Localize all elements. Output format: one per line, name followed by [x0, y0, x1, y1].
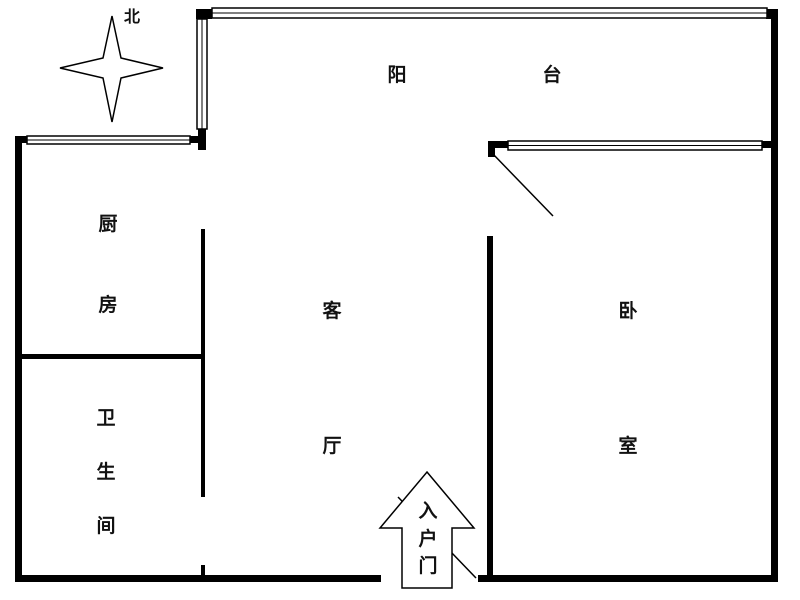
kitchen-label-1: 厨	[98, 213, 117, 235]
wall-bottom-right	[478, 575, 778, 582]
window-bedroom-top	[507, 140, 763, 151]
door-bedroom-swing	[491, 152, 554, 217]
wall-bottom-left	[15, 575, 381, 582]
entrance-arrow-icon	[378, 470, 476, 589]
walls	[15, 9, 778, 582]
wall-bedroom-stub	[488, 141, 495, 157]
entrance-label-3: 门	[418, 554, 437, 577]
compass-star-icon	[59, 15, 164, 123]
wall-bedroom-top-left	[488, 141, 508, 148]
wall-kitchen-top-left	[15, 136, 27, 143]
wall-interior-west	[201, 229, 205, 497]
wall-balcony-corner-tl	[196, 9, 212, 19]
wall-bedroom-west	[487, 236, 493, 582]
living-room-label-2: 厅	[322, 435, 341, 457]
entrance-label-2: 户	[418, 527, 437, 550]
bedroom-label-1: 卧	[618, 300, 637, 322]
balcony-label-2: 台	[542, 63, 561, 86]
wall-right	[771, 9, 778, 582]
windows	[26, 7, 768, 151]
window-balcony-left	[196, 18, 208, 130]
wall-left	[15, 136, 22, 582]
wall-interior-west-stub	[201, 565, 205, 579]
compass: 北	[59, 7, 164, 123]
balcony-label-1: 阳	[387, 64, 406, 86]
wall-pillar	[198, 128, 206, 150]
bathroom-label-1: 卫	[96, 407, 115, 429]
room-labels: 阳 台 厨 房 卫 生 间 客 厅 卧 室 入 户 门	[96, 63, 637, 577]
wall-bedroom-top-right	[762, 141, 778, 148]
bathroom-label-3: 间	[96, 515, 115, 537]
entrance-label-1: 入	[418, 500, 437, 522]
wall-kitchen-top-right	[190, 136, 204, 143]
wall-kitchen-bath-divider	[20, 354, 204, 359]
window-kitchen-top	[26, 135, 191, 145]
bathroom-label-2: 生	[96, 460, 115, 483]
kitchen-label-2: 房	[98, 293, 117, 316]
living-room-label-1: 客	[322, 299, 342, 322]
window-balcony-top	[211, 7, 768, 19]
north-label: 北	[124, 7, 140, 26]
bedroom-label-2: 室	[618, 434, 637, 457]
